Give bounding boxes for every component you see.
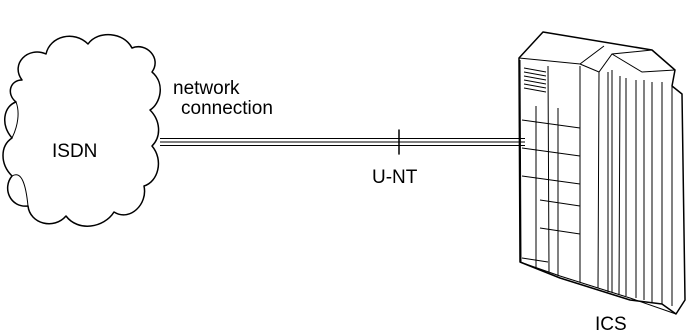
ics-cabinet: ICS (518, 31, 686, 334)
ics-cabinet-outline (518, 31, 686, 315)
ics-module-grid (521, 106, 581, 276)
connection-label-line2: connection (181, 98, 273, 119)
isdn-label: ISDN (52, 141, 97, 162)
ics-side-ribs (607, 70, 673, 306)
ics-vent-slots (523, 67, 547, 93)
network-connection-line (160, 129, 525, 155)
ics-front-panel (519, 59, 600, 289)
isdn-cloud: ISDN (2, 34, 161, 227)
u-nt-label: U-NT (372, 167, 418, 188)
ics-base (519, 261, 677, 315)
ics-label: ICS (595, 314, 627, 334)
connection-label-line1: network (173, 78, 240, 99)
isdn-cloud-inner-edge (11, 101, 29, 207)
isdn-cloud-outline (2, 34, 161, 227)
ics-cabinet-top (518, 45, 676, 73)
